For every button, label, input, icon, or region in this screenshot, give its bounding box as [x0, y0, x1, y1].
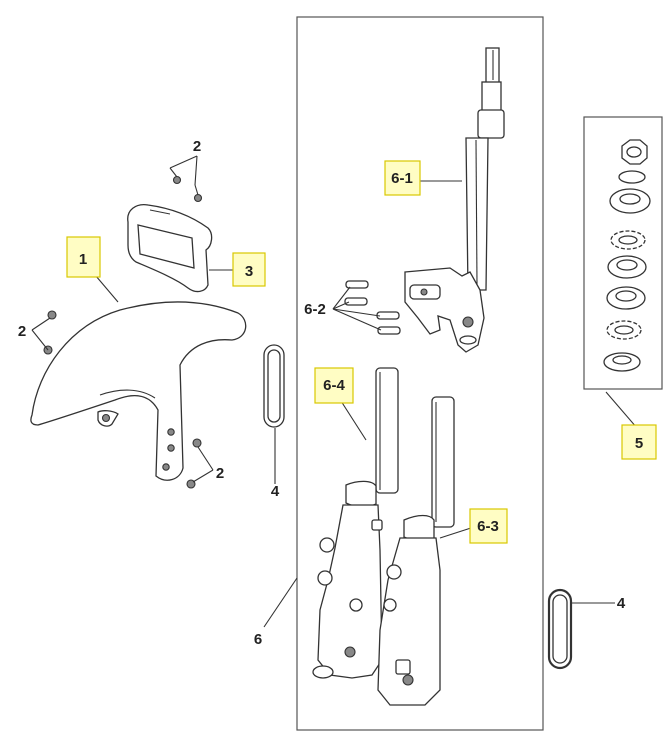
- label-fork-assembly: 6: [254, 631, 262, 648]
- fork-right-leg: [377, 396, 455, 706]
- label-stem-bolts: 6-2: [304, 301, 326, 318]
- label-box-bearing-kit: [621, 424, 657, 460]
- label-bolt-left: 2: [18, 323, 26, 340]
- label-steering-stem: 6-1: [391, 170, 413, 187]
- label-bearing-kit: 5: [635, 435, 643, 452]
- label-right-leg: 6-3: [477, 518, 499, 535]
- bearing-kit: [603, 139, 651, 372]
- steering-stem: [404, 47, 505, 353]
- label-left-leg: 6-4: [323, 377, 345, 394]
- leader-lines: [31, 155, 638, 628]
- fork-group-frame: [296, 16, 544, 731]
- label-box-steering-stem: [384, 160, 421, 196]
- front-fender: [30, 301, 247, 481]
- label-ring-right: 4: [617, 595, 626, 612]
- bearing-kit-frame: [583, 116, 663, 390]
- label-fender: 1: [79, 251, 87, 268]
- stem-bolts: [344, 280, 401, 335]
- label-ring-left: 4: [271, 483, 280, 500]
- fender-bolts-right: [186, 438, 202, 489]
- dust-seal-right: [547, 588, 573, 670]
- fender-bracket: [127, 204, 213, 293]
- label-box-fender: [66, 236, 101, 278]
- label-box-bracket: [232, 252, 266, 287]
- fork-left-leg: [312, 367, 399, 679]
- label-box-left-leg: [314, 367, 354, 404]
- label-box-right-leg: [469, 508, 508, 544]
- label-bolt-upper: 2: [193, 138, 201, 155]
- fender-bolts-upper: [169, 167, 203, 203]
- label-bracket: 3: [245, 263, 253, 280]
- label-bolt-right: 2: [216, 465, 224, 482]
- dust-seal-left: [263, 344, 285, 428]
